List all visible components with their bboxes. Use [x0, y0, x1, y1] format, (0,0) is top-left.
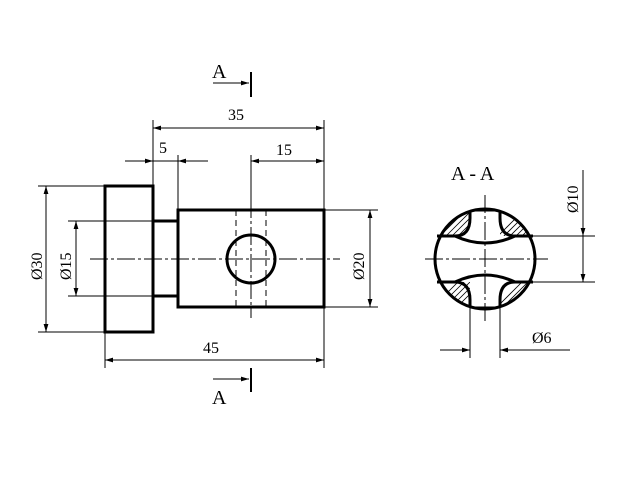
front-dimensions: 35 5 15 45 Ø30 Ø15 Ø20 — [29, 107, 378, 368]
front-view — [90, 184, 340, 334]
section-dimensions: Ø10 Ø6 — [440, 170, 595, 358]
section-view — [425, 195, 548, 322]
dim-d6: Ø6 — [532, 330, 552, 347]
dim-15: 15 — [276, 142, 292, 159]
section-marker-top: A — [212, 61, 252, 97]
section-marker-bottom: A — [212, 368, 252, 409]
dim-d15: Ø15 — [58, 252, 75, 280]
section-view-title: A - A — [451, 163, 495, 185]
dim-5: 5 — [159, 140, 167, 157]
dim-d30: Ø30 — [29, 252, 46, 280]
section-label-bottom: A — [212, 387, 227, 409]
dim-d20: Ø20 — [351, 252, 368, 280]
dim-35: 35 — [228, 107, 244, 124]
dim-d10: Ø10 — [565, 185, 582, 213]
dim-45: 45 — [203, 340, 219, 357]
section-hatching — [435, 209, 535, 309]
section-label-top: A — [212, 61, 227, 83]
